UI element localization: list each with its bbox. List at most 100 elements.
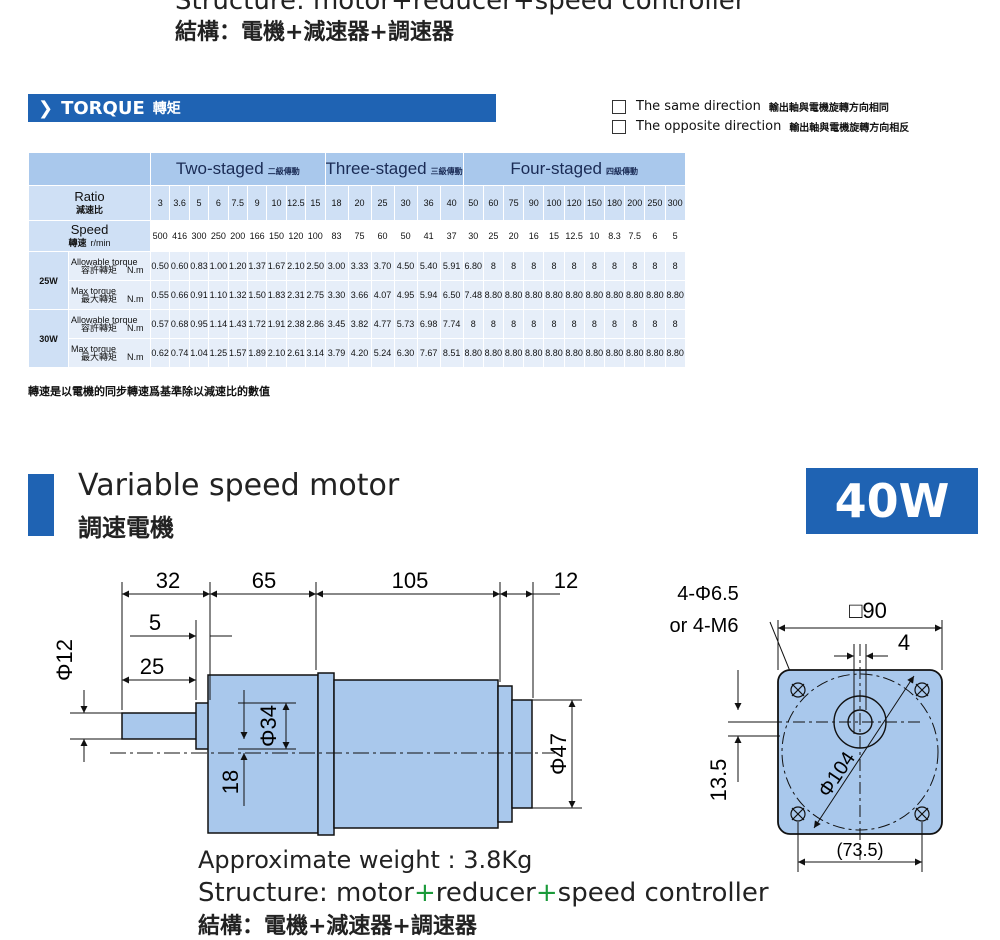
structure-text-zh: 結構：電機+減速器+調速器 <box>198 914 477 939</box>
ratio-value: 90 <box>523 185 545 221</box>
max-torque-value: 1.83 <box>266 280 287 310</box>
ratio-value: 180 <box>603 185 626 221</box>
dim-13-5: 13.5 <box>706 759 731 802</box>
structure-part-controller: speed controller <box>557 878 769 908</box>
max-torque-value: 8.80 <box>644 338 666 368</box>
motor-side-view-drawing: 32 65 105 12 5 25 Φ12 Φ34 18 Φ47 <box>52 568 582 836</box>
legend-label-zh: 輸出軸與電機旋轉方向相同 <box>768 103 889 114</box>
ratio-label: Ratio <box>74 189 105 204</box>
allowable-torque-value: 8 <box>482 309 505 339</box>
allowable-torque-value: 2.38 <box>285 309 307 339</box>
allowable-torque-value: 1.37 <box>246 251 268 281</box>
speed-value: 16 <box>523 220 545 252</box>
max-torque-value: 8.80 <box>543 280 565 310</box>
allowable-torque-value: 0.57 <box>149 309 171 339</box>
allowable-torque-value: 8 <box>603 309 626 339</box>
structure-part-reducer: reducer <box>435 878 536 908</box>
power-label: 25W <box>28 251 69 310</box>
max-torque-value: 1.04 <box>188 338 210 368</box>
dim-phi47: Φ47 <box>546 733 571 775</box>
chevron-right-icon: ❯ <box>38 97 54 119</box>
speed-value: 250 <box>208 220 229 252</box>
allowable-torque-value: 8 <box>624 251 646 281</box>
allowable-torque-value: 2.86 <box>305 309 326 339</box>
allowable-torque-value: 8 <box>664 251 686 281</box>
allowable-torque-value: 0.95 <box>188 309 210 339</box>
speed-label: Speed <box>70 222 109 237</box>
mounting-holes <box>790 682 930 822</box>
motor-endcap <box>497 685 513 823</box>
speed-value: 20 <box>503 220 525 252</box>
ratio-value: 40 <box>439 185 464 221</box>
allowable-torque-value: 8 <box>523 309 545 339</box>
motor-title: Variable speed motor <box>78 468 400 503</box>
allowable-torque-value: 1.91 <box>266 309 287 339</box>
max-torque-value: 8.80 <box>624 280 646 310</box>
speed-value: 30 <box>462 220 484 252</box>
unit-label: N.m <box>127 323 144 333</box>
max-label-zh: 最大轉矩 <box>81 294 118 304</box>
allowable-torque-value: 8 <box>603 251 626 281</box>
speed-unit: r/min <box>90 238 111 248</box>
ratio-value: 3 <box>149 185 171 221</box>
legend-box-icon <box>612 119 626 134</box>
speed-note: 轉速是以電機的同步轉速爲基準除以減速比的數值 <box>28 385 270 398</box>
allowable-torque-value: 2.10 <box>285 251 307 281</box>
ratio-value: 5 <box>188 185 210 221</box>
allowable-torque-value: 8 <box>563 251 585 281</box>
max-torque-value: 0.62 <box>149 338 171 368</box>
allowable-torque-value: 1.67 <box>266 251 287 281</box>
allowable-torque-value: 1.43 <box>227 309 248 339</box>
max-torque-value: 1.89 <box>246 338 268 368</box>
allowable-torque-value: 1.72 <box>246 309 268 339</box>
speed-value: 300 <box>188 220 210 252</box>
allowable-torque-value: 8 <box>543 251 565 281</box>
allowable-torque-value: 8 <box>523 251 545 281</box>
allowable-torque-value: 4.50 <box>393 251 418 281</box>
max-torque-value: 5.94 <box>416 280 441 310</box>
allowable-torque-value: 8 <box>503 309 525 339</box>
power-label: 30W <box>28 309 69 368</box>
allowable-torque-value: 1.20 <box>227 251 248 281</box>
speed-value: 83 <box>324 220 349 252</box>
ratio-value: 20 <box>347 185 372 221</box>
structure-part-motor: Structure: motor <box>198 878 414 908</box>
max-torque-value: 8.80 <box>563 338 585 368</box>
allowable-torque-value: 3.82 <box>347 309 372 339</box>
max-torque-value: 0.91 <box>188 280 210 310</box>
legend-label-zh: 輸出軸與電機旋轉方向相反 <box>789 123 910 134</box>
speed-value: 75 <box>347 220 372 252</box>
max-torque-value: 7.48 <box>462 280 484 310</box>
approx-weight: Approximate weight : 3.8Kg <box>198 846 533 874</box>
max-label-en: Max torque <box>71 286 117 296</box>
allowable-torque-value: 3.45 <box>324 309 349 339</box>
allowable-torque-value: 1.00 <box>208 251 229 281</box>
speed-value: 150 <box>266 220 287 252</box>
legend-opposite-direction: The opposite direction 輸出軸與電機旋轉方向相反 <box>612 119 909 134</box>
dim-32: 32 <box>156 568 180 593</box>
max-label-sub: 最大轉矩 N.m <box>71 294 150 304</box>
motor-title-zh: 調速電機 <box>78 514 174 542</box>
unit-label: N.m <box>127 265 144 275</box>
unit-label: N.m <box>127 352 144 362</box>
dim-12: 12 <box>554 568 578 593</box>
max-torque-value: 8.80 <box>523 338 545 368</box>
max-torque-value: 1.10 <box>208 280 229 310</box>
unit-label: N.m <box>127 294 144 304</box>
max-torque-value: 3.30 <box>324 280 349 310</box>
ratio-value: 12.5 <box>285 185 307 221</box>
max-torque-value: 8.80 <box>563 280 585 310</box>
max-torque-value: 8.80 <box>543 338 565 368</box>
max-torque-value: 7.67 <box>416 338 441 368</box>
ratio-value: 15 <box>305 185 326 221</box>
max-torque-value: 4.07 <box>370 280 395 310</box>
max-torque-value: 8.80 <box>462 338 484 368</box>
dim-phi12: Φ12 <box>52 639 77 681</box>
ratio-value: 36 <box>416 185 441 221</box>
max-torque-value: 1.50 <box>246 280 268 310</box>
